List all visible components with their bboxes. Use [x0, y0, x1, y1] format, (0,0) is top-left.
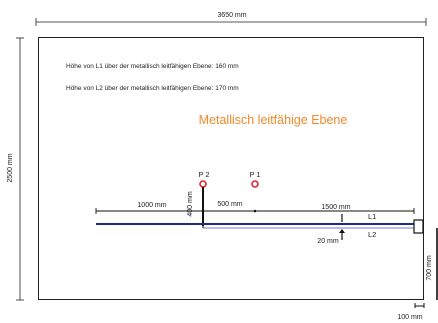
point-p1-ring	[251, 180, 259, 188]
point-p2-ring	[199, 180, 207, 188]
dimension-height-right: 700 mm	[426, 228, 438, 300]
point-p2-label: P 2	[198, 170, 209, 179]
point-p1: P 1	[249, 170, 261, 188]
dimension-gap-label: 20 mm	[317, 238, 339, 245]
dimension-gap-marker	[339, 214, 345, 240]
dimension-length-line	[95, 208, 415, 214]
dimension-height-total-label: 2500 mm	[7, 153, 14, 182]
dimension-box-width-label: 100 mm	[397, 314, 422, 321]
wire-l2-label: L2	[368, 230, 376, 239]
note-l1-height: Höhe von L1 über der metallisch leitfähi…	[66, 63, 239, 70]
plane-title: Metallisch leitfähige Ebene	[199, 113, 348, 127]
dimension-box-width: 100 mm	[397, 303, 425, 321]
note-l2-height: Höhe von L2 über der metallisch leitfähi…	[66, 85, 239, 92]
point-p2: P 2	[198, 170, 210, 188]
dimension-height-p2-label: 400 mm	[187, 191, 194, 216]
dimension-len-mid-label: 500 mm	[217, 201, 242, 208]
dimension-width-total: 3650 mm	[35, 12, 427, 26]
dimension-width-total-label: 3650 mm	[217, 12, 246, 19]
dimension-height-total: 2500 mm	[7, 37, 24, 301]
point-p1-label: P 1	[249, 170, 260, 179]
dimension-len-right-label: 1500 mm	[321, 204, 350, 211]
dimension-len-left-label: 1000 mm	[137, 202, 166, 209]
dimension-height-p2: 400 mm	[187, 187, 204, 226]
dimension-height-right-label: 700 mm	[426, 255, 433, 280]
metal-plane-outline	[38, 37, 424, 300]
termination-box	[413, 219, 424, 234]
wire-l1-label: L1	[368, 212, 376, 221]
